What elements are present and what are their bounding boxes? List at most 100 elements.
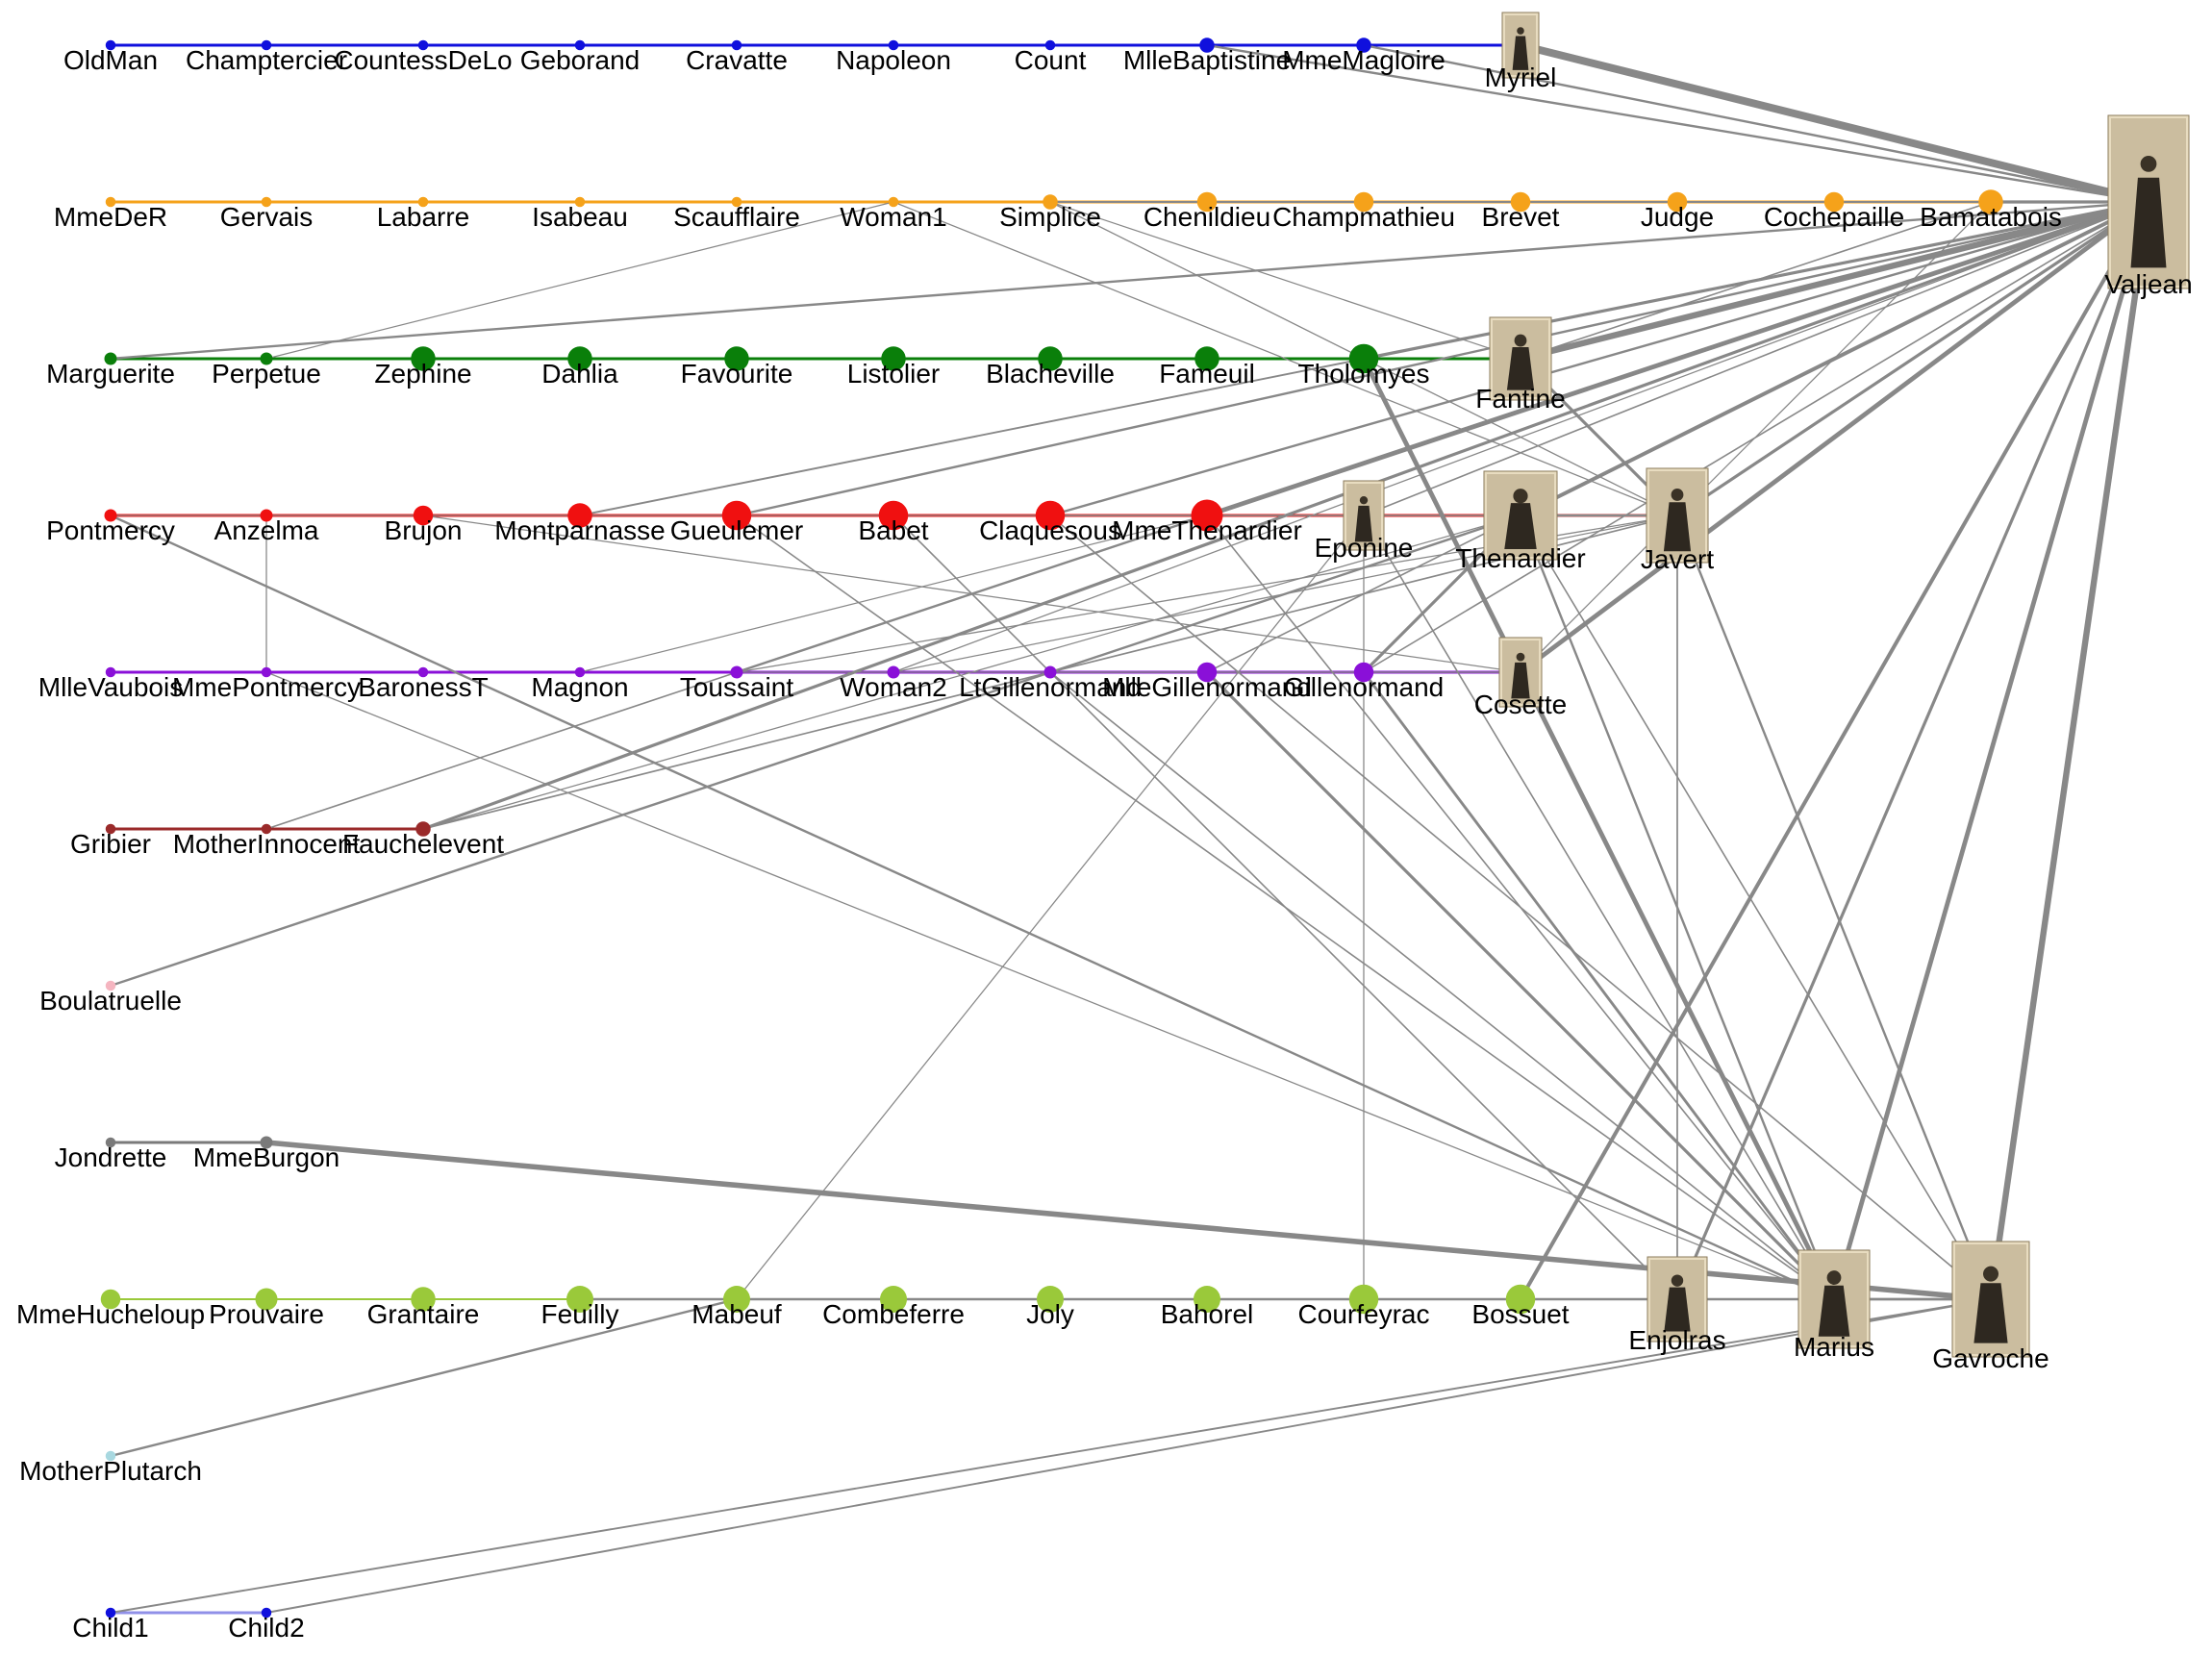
node-countessdelo[interactable] [417,39,429,51]
label-valjean: Valjean [2104,269,2192,299]
node-mllegillenormand[interactable] [1196,662,1218,683]
node-child1[interactable] [105,1607,116,1618]
node-mllevaubois[interactable] [105,666,116,678]
node-fauchelevent[interactable] [415,821,431,837]
portrait-myriel[interactable] [1501,12,1540,79]
node-mmepontmercy[interactable] [261,666,272,678]
node-mmehucheloup[interactable] [100,1289,121,1310]
node-oldman[interactable] [105,39,116,51]
portrait-thenardier[interactable] [1483,470,1558,561]
node-labarre[interactable] [417,196,429,208]
label-gueulemer: Gueulemer [670,515,804,545]
link-Bossuet-Valjean [1519,201,2150,1300]
portrait-fantine[interactable] [1489,316,1552,401]
node-fameuil[interactable] [1194,346,1219,371]
node-brevet[interactable] [1510,191,1531,213]
node-count[interactable] [1044,39,1056,51]
label-bossuet: Bossuet [1471,1299,1569,1329]
node-joly[interactable] [1037,1286,1064,1313]
node-perpetue[interactable] [260,352,273,365]
portrait-marius[interactable] [1797,1249,1871,1349]
figure-head [1517,27,1524,35]
node-cravatte[interactable] [731,39,742,51]
label-babet: Babet [858,515,928,545]
portrait-enjolras[interactable] [1646,1256,1708,1342]
node-bossuet[interactable] [1505,1284,1536,1315]
node-bahorel[interactable] [1194,1286,1220,1313]
label-ltgillenormand: LtGillenormand [959,672,1142,702]
node-claquesous[interactable] [1035,500,1066,531]
portrait-eponine[interactable] [1343,480,1385,551]
node-blacheville[interactable] [1038,346,1063,371]
node-babet[interactable] [878,500,909,531]
portrait-javert[interactable] [1646,467,1709,564]
node-anzelma[interactable] [260,509,273,522]
label-favourite: Favourite [681,359,793,389]
node-cochepaille[interactable] [1823,191,1845,213]
node-scaufflaire[interactable] [731,196,742,208]
node-bamatabois[interactable] [1978,189,2003,214]
node-pontmercy[interactable] [104,509,117,522]
node-gillenormand[interactable] [1353,662,1374,683]
node-child2[interactable] [261,1607,272,1618]
node-simplice[interactable] [1043,194,1058,210]
node-grantaire[interactable] [411,1287,436,1312]
node-geborand[interactable] [574,39,586,51]
node-motherinnocent[interactable] [261,823,272,835]
node-marguerite[interactable] [104,352,117,365]
node-judge[interactable] [1667,191,1688,213]
node-listolier[interactable] [881,346,906,371]
node-champtercier[interactable] [261,39,272,51]
label-fameuil: Fameuil [1159,359,1255,389]
node-isabeau[interactable] [574,196,586,208]
portrait-gavroche[interactable] [1951,1241,2030,1358]
node-gervais[interactable] [261,196,272,208]
node-ltgillenormand[interactable] [1043,665,1057,679]
node-jondrette[interactable] [105,1137,116,1148]
label-countessdelo: CountessDeLo [334,45,512,75]
portrait-cosette[interactable] [1498,637,1543,708]
node-napoleon[interactable] [888,39,899,51]
node-boulatruelle[interactable] [105,980,116,991]
node-gribier[interactable] [105,823,116,835]
node-baronesst[interactable] [417,666,429,678]
node-gueulemer[interactable] [721,500,752,531]
node-mmethenardier[interactable] [1191,499,1223,532]
node-combeferre[interactable] [880,1286,907,1313]
node-mllebaptistine[interactable] [1199,38,1215,53]
node-zephine[interactable] [411,346,436,371]
node-feuilly[interactable] [566,1286,593,1313]
label-cravatte: Cravatte [686,45,788,75]
portrait-valjean[interactable] [2107,114,2190,289]
node-mmeburgon[interactable] [260,1136,273,1149]
figure-body [2130,177,2167,268]
node-mabeuf[interactable] [723,1286,750,1313]
figure-body [1354,505,1373,542]
node-courfeyrac[interactable] [1348,1284,1379,1315]
node-mmemagloire[interactable] [1356,38,1371,53]
label-oldman: OldMan [63,45,158,75]
figure-head [1671,1274,1684,1287]
node-mmeder[interactable] [105,196,116,208]
node-dahlia[interactable] [567,346,592,371]
node-favourite[interactable] [724,346,749,371]
node-tholomyes[interactable] [1348,343,1379,374]
node-motherplutarch[interactable] [105,1450,116,1462]
link-Magnon-MmeThenardier [579,514,1208,673]
node-woman2[interactable] [887,665,900,679]
node-champmathieu[interactable] [1353,191,1374,213]
node-woman1[interactable] [888,196,899,208]
node-montparnasse[interactable] [567,503,592,528]
node-brujon[interactable] [413,505,434,526]
link-MlleGillenormand-Marius [1205,670,1836,1301]
node-toussaint[interactable] [730,665,743,679]
node-magnon[interactable] [574,666,586,678]
label-perpetue: Perpetue [212,359,321,389]
label-cosette: Cosette [1474,690,1568,719]
node-prouvaire[interactable] [255,1288,278,1311]
link-MmeBurgon-Gavroche [265,1140,1992,1302]
label-jondrette: Jondrette [55,1142,167,1172]
node-chenildieu[interactable] [1196,191,1218,213]
